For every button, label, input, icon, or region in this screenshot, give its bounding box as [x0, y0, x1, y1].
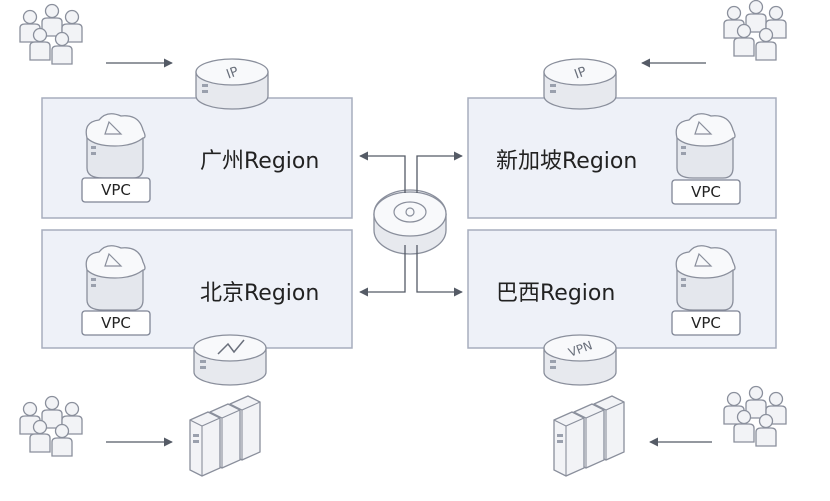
vpc-label: VPC [101, 314, 131, 332]
vpc-tag-singapore: VPC [671, 179, 741, 205]
vpc-icon [85, 113, 146, 179]
vpc-icon [85, 245, 146, 311]
eip-badge-text: IP [224, 64, 240, 82]
elastic-ip-icon: IP [195, 58, 269, 110]
users-icon [724, 1, 786, 61]
cloud-enterprise-network-icon [373, 189, 447, 255]
region-label-brazil: 巴西Region [496, 281, 615, 306]
vpc-tag-beijing: VPC [81, 310, 151, 336]
users-icon [724, 387, 786, 447]
users-icon [20, 5, 82, 65]
connector-beijing [359, 245, 406, 297]
users-icon [20, 397, 82, 457]
vpc-icon [675, 245, 736, 311]
connector-brazil [416, 245, 463, 297]
vpc-label: VPC [101, 181, 131, 199]
smart-access-gateway-icon [193, 334, 267, 386]
eip-badge-text: IP [572, 64, 588, 82]
vpn-gateway-icon: VPN [543, 334, 617, 386]
vpc-tag-guangzhou: VPC [81, 177, 151, 203]
connector-guangzhou [359, 151, 406, 193]
elastic-ip-icon: IP [543, 58, 617, 110]
vpc-label: VPC [691, 314, 721, 332]
region-label-guangzhou: 广州Region [200, 149, 319, 174]
data-center-icon [553, 395, 625, 477]
region-label-beijing: 北京Region [200, 281, 319, 306]
data-center-icon [189, 395, 261, 477]
vpc-tag-brazil: VPC [671, 310, 741, 336]
vpc-label: VPC [691, 183, 721, 201]
connector-singapore [416, 151, 463, 193]
region-label-singapore: 新加坡Region [496, 149, 637, 174]
vpc-icon [675, 113, 736, 179]
